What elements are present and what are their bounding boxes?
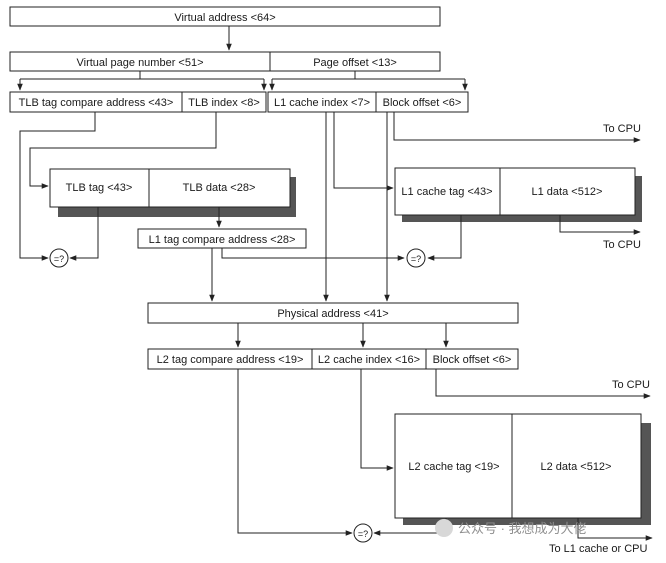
to-cpu-label-1: To CPU <box>603 123 641 135</box>
page-offset-label: Page offset <13> <box>313 57 397 69</box>
tlb-tag-compare-address-label: TLB tag compare address <43> <box>19 97 174 109</box>
l2-data-label: L2 data <512> <box>541 461 612 473</box>
to-cpu-label-3: To CPU <box>612 379 650 391</box>
l2-cache-tag-label: L2 cache tag <19> <box>408 461 499 473</box>
l1-cache-table: L1 cache tag <43> L1 data <512> <box>394 167 642 222</box>
watermark: 公众号 · 我想成为大佬 <box>435 519 587 537</box>
virtual-address-field: Virtual address <64> <box>9 6 441 27</box>
l1-block-offset-label: Block offset <6> <box>383 97 462 109</box>
tlb-data-label: TLB data <28> <box>183 182 256 194</box>
l1-cache-index-field: L1 cache index <7> <box>267 91 377 113</box>
tlb-index-label: TLB index <8> <box>188 97 260 109</box>
wechat-logo-icon <box>435 519 453 537</box>
l2-tag-compare-address-field: L2 tag compare address <19> <box>147 348 313 370</box>
physical-address-label: Physical address <41> <box>277 308 388 320</box>
virtual-page-number-field: Virtual page number <51> <box>9 51 271 72</box>
l1-data-label: L1 data <512> <box>532 186 603 198</box>
watermark-text: 公众号 · 我想成为大佬 <box>458 521 587 536</box>
tlb-comparator-symbol: =? <box>54 254 64 264</box>
l2-block-offset-label: Block offset <6> <box>433 354 512 366</box>
l2-cache-index-label: L2 cache index <16> <box>318 354 420 366</box>
l2-block-offset-field: Block offset <6> <box>425 348 519 370</box>
l1-tag-compare-address-field: L1 tag compare address <28> <box>137 228 307 249</box>
tlb-index-field: TLB index <8> <box>181 91 267 113</box>
tlb-tag-compare-address-field: TLB tag compare address <43> <box>9 91 183 113</box>
connections <box>17 26 653 541</box>
l1-comparator: =? <box>406 248 426 268</box>
virtual-page-number-label: Virtual page number <51> <box>77 57 204 69</box>
page-offset-field: Page offset <13> <box>269 51 441 72</box>
virtual-address-label: Virtual address <64> <box>174 12 275 24</box>
tlb-tag-cell <box>49 168 291 208</box>
l1-comparator-symbol: =? <box>411 254 421 264</box>
to-l1-cache-or-cpu-label: To L1 cache or CPU <box>549 543 647 555</box>
to-cpu-label-2: To CPU <box>603 239 641 251</box>
tlb-comparator: =? <box>49 248 69 268</box>
l2-cache-tag-cell <box>394 413 642 519</box>
l2-comparator: =? <box>353 523 373 543</box>
tlb-table: TLB tag <43> TLB data <28> <box>49 168 296 217</box>
l1-tag-compare-address-label: L1 tag compare address <28> <box>149 234 296 246</box>
l1-block-offset-field: Block offset <6> <box>375 91 469 113</box>
l2-cache-index-field: L2 cache index <16> <box>311 348 427 370</box>
l2-comparator-symbol: =? <box>358 529 368 539</box>
l1-cache-index-label: L1 cache index <7> <box>274 97 370 109</box>
l2-tag-compare-address-label: L2 tag compare address <19> <box>157 354 304 366</box>
physical-address-field: Physical address <41> <box>147 302 519 324</box>
tlb-tag-label: TLB tag <43> <box>66 182 133 194</box>
l1-cache-tag-label: L1 cache tag <43> <box>401 186 492 198</box>
l2-cache-table: L2 cache tag <19> L2 data <512> <box>394 413 651 525</box>
l1-cache-tag-cell <box>394 167 636 216</box>
